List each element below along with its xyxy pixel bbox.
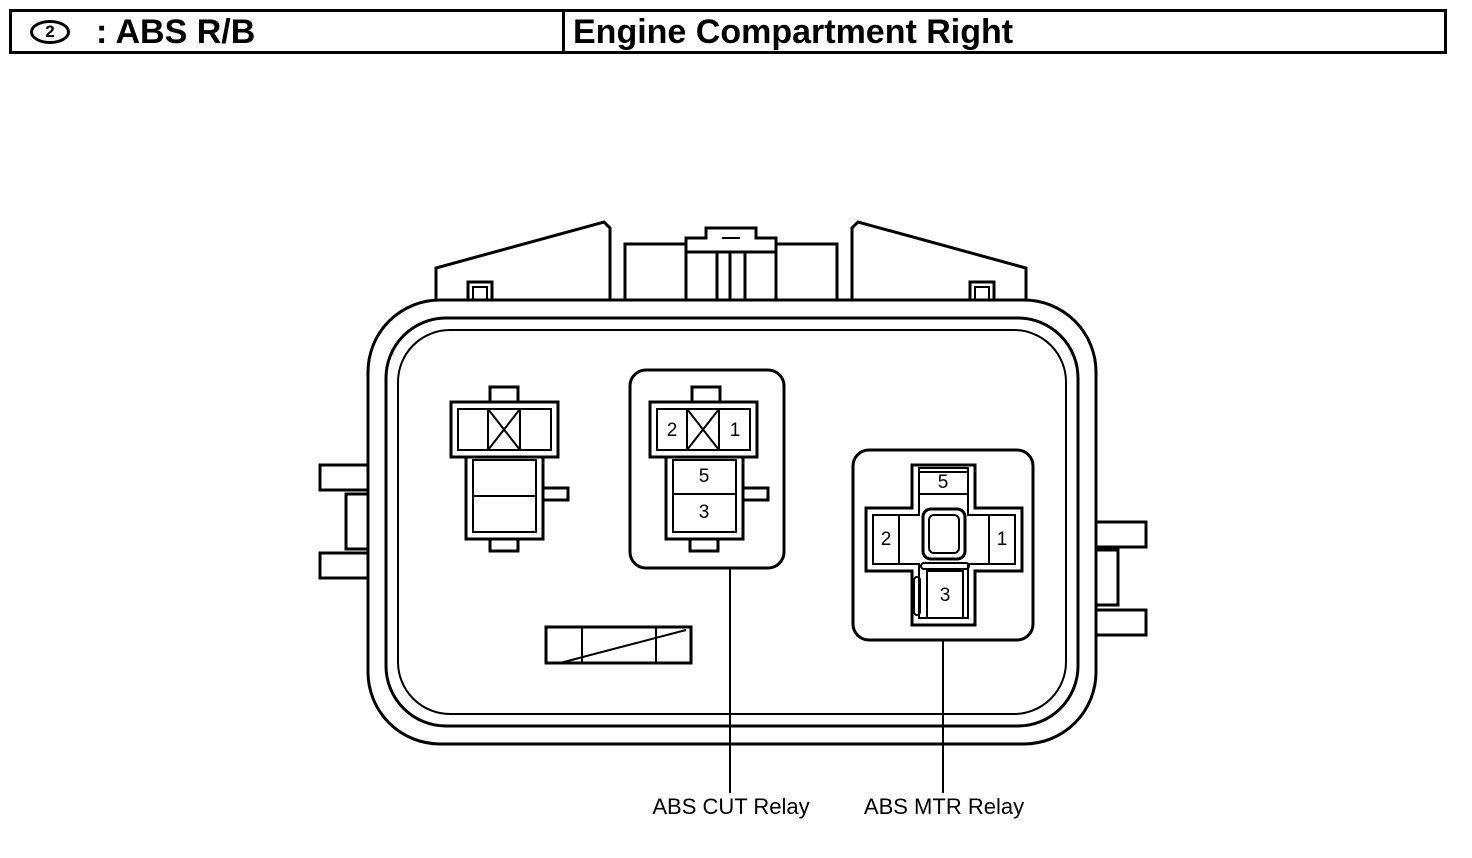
top-center-connector [623, 226, 839, 300]
connector-number: 2 [45, 22, 55, 41]
connector-cell: 2 : ABS R/B [12, 12, 565, 51]
right-side-clip [1094, 520, 1148, 637]
fuse-slot [544, 625, 693, 665]
cut-pin-5: 5 [699, 466, 710, 487]
abs-mtr-relay-label: ABS MTR Relay [864, 794, 1024, 819]
housing-outer [366, 298, 1098, 746]
header-table: 2 : ABS R/B Engine Compartment Right [9, 9, 1447, 54]
housing-inner [384, 316, 1080, 728]
abs-cut-relay-label: ABS CUT Relay [652, 794, 809, 819]
right-top-tab [850, 220, 1028, 302]
mtr-pin-3: 3 [940, 585, 951, 606]
mtr-pin-1: 1 [997, 529, 1008, 550]
mtr-pin-5: 5 [938, 472, 949, 493]
mtr-pin-2: 2 [881, 529, 892, 550]
connector-name: : ABS R/B [96, 12, 256, 51]
left-side-clip [318, 463, 370, 580]
empty-relay-socket [449, 385, 570, 553]
cut-pin-3: 3 [699, 502, 710, 523]
left-top-tab [434, 220, 612, 302]
abs-cut-relay-socket [628, 368, 786, 570]
connector-number-badge: 2 [30, 19, 70, 44]
cut-pin-2: 2 [667, 420, 678, 441]
cut-pin-1: 1 [730, 420, 741, 441]
location-text: Engine Compartment Right [573, 12, 1014, 51]
location-cell: Engine Compartment Right [565, 12, 1444, 51]
housing-inner-line [397, 329, 1067, 715]
